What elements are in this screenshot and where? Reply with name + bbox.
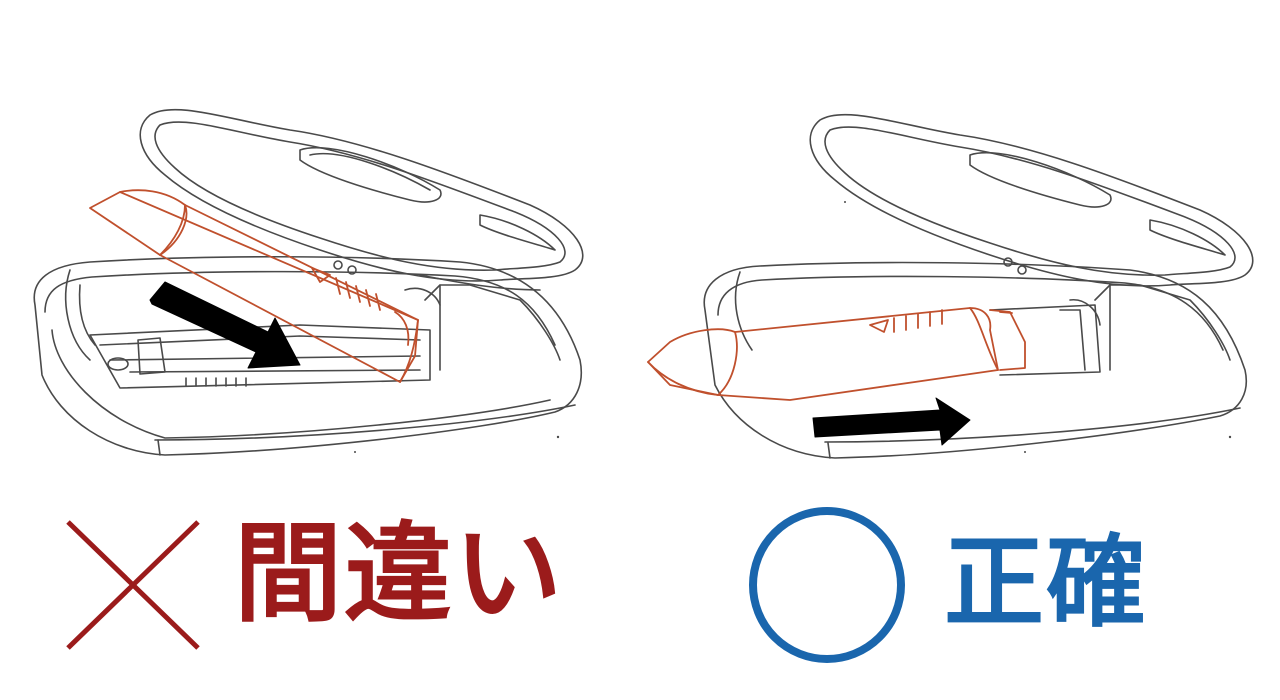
correct-example-panel: 正確: [640, 0, 1280, 700]
battery-wrong: [89, 189, 419, 383]
device-illustration-wrong: [33, 108, 584, 456]
cross-mark-icon: [66, 520, 200, 650]
verdict-icon-wrong-wrap: [60, 500, 210, 670]
device-clip: [809, 113, 1254, 287]
verdict-icon-correct-wrap: [745, 500, 920, 670]
battery-correct: [647, 307, 1026, 401]
wrong-example-panel: 間違い: [33, 108, 584, 670]
device-clip: [139, 108, 584, 291]
insertion-arrow-correct: [812, 397, 971, 446]
insertion-arrow-wrong: [149, 281, 301, 369]
device-illustration-correct: [647, 113, 1254, 459]
device-base: [33, 255, 582, 456]
device-base: [703, 261, 1247, 459]
circle-mark-icon: [749, 507, 905, 663]
verdict-label-correct: 正確: [944, 523, 1148, 641]
verdict-label-wrong: 間違い: [234, 511, 565, 637]
